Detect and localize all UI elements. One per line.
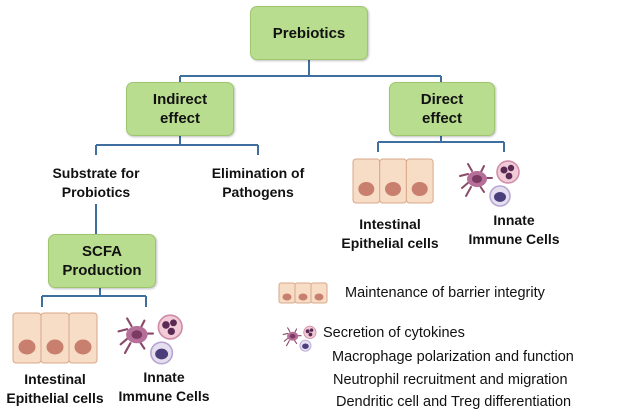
indirect-effect-box: Indirect effect <box>126 82 234 136</box>
prebiotics-box: Prebiotics <box>250 6 368 60</box>
dendritic-treg-text: Dendritic cell and Treg differentiation <box>336 394 572 410</box>
elimination-of-pathogens-label: Elimination of Pathogens <box>211 165 305 200</box>
cytokine-legend-icon <box>282 325 317 352</box>
scfa-production-label: SCFA Production <box>62 243 142 279</box>
direct-epithelial-label: Intestinal Epithelial cells <box>341 216 439 251</box>
indirect-effect-label: Indirect effect <box>152 91 208 127</box>
barrier-integrity-text: Maintenance of barrier integrity <box>345 285 545 301</box>
innate-immune-cells-icon <box>459 160 520 207</box>
macrophage-polarization-text: Macrophage polarization and function <box>332 349 574 365</box>
innate-immune-cells-icon <box>117 314 184 365</box>
indirect-epithelial-label: Intestinal Epithelial cells <box>6 371 104 406</box>
epithelial-cells-icon <box>352 158 434 204</box>
epithelial-cells-icon <box>12 312 98 364</box>
prebiotics-label: Prebiotics <box>272 24 346 42</box>
barrier-legend-icon <box>278 282 328 304</box>
direct-effect-box: Direct effect <box>389 82 495 136</box>
scfa-production-box: SCFA Production <box>48 234 156 288</box>
indirect-immune-label: Innate Immune Cells <box>118 369 210 404</box>
secretion-of-cytokines-text: Secretion of cytokines <box>323 325 465 341</box>
direct-effect-label: Direct effect <box>420 91 464 127</box>
direct-immune-label: Innate Immune Cells <box>468 212 560 247</box>
neutrophil-recruitment-text: Neutrophil recruitment and migration <box>333 372 568 388</box>
substrate-for-probiotics-label: Substrate for Probiotics <box>52 165 140 200</box>
